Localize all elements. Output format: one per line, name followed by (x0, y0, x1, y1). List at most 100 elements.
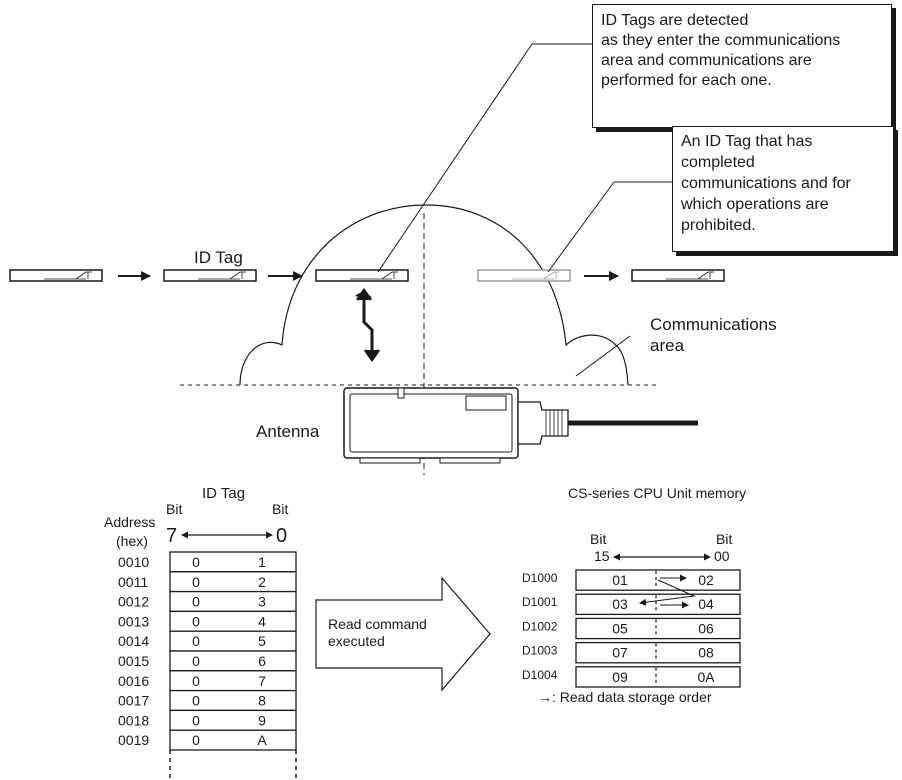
cpu-low-cell: 06 (698, 620, 714, 636)
id-tag-exited (631, 269, 725, 282)
cpu-bit-high: 15 (594, 548, 610, 564)
tag-low-cell: 9 (258, 712, 266, 728)
cpu-high-cell: 05 (612, 620, 628, 636)
tag-bit-label-right: Bit (272, 501, 288, 517)
tag-low-cell: 7 (258, 673, 266, 689)
callout-prohibited-line-3: communications and for (681, 175, 851, 192)
tag-high-cell: 0 (192, 594, 200, 610)
tag-low-cell: 3 (258, 594, 266, 610)
callout-detected-line-1: ID Tags are detected (601, 12, 749, 29)
id-tag-label: ID Tag (194, 248, 243, 267)
id-tag-in-area (315, 269, 409, 282)
cpu-low-cell: 0A (697, 669, 715, 685)
cpu-table-row: D1001 03 04 (522, 593, 741, 616)
callout-leader-detected (377, 43, 533, 273)
tag-bit-label-left: Bit (166, 501, 182, 517)
cpu-low-cell: 04 (698, 596, 714, 612)
tag-high-cell: 0 (192, 732, 200, 748)
tag-address-header-1: Address (104, 514, 155, 530)
tag-address-header-2: (hex) (116, 533, 148, 549)
cpu-low-cell: 02 (698, 572, 714, 588)
cpu-high-cell: 09 (612, 669, 628, 685)
tag-address-cell: 0012 (118, 594, 149, 610)
cpu-high-cell: 03 (612, 596, 628, 612)
tag-high-cell: 0 (192, 712, 200, 728)
tag-low-cell: 5 (258, 633, 266, 649)
tag-address-cell: 0016 (118, 673, 149, 689)
tag-bit-low: 0 (276, 525, 287, 547)
tag-address-cell: 0013 (118, 613, 149, 629)
communications-area-leader (575, 335, 631, 377)
tag-table-row: 0018 0 9 (118, 709, 297, 731)
read-command-label-1: Read command (328, 616, 427, 632)
communication-signal-icon (355, 287, 381, 363)
callout-prohibited-line-2: completed (681, 154, 755, 171)
read-order-arrow-2 (639, 579, 696, 606)
tag-high-cell: 0 (192, 554, 200, 570)
callout-detected-line-3: area and communications are (601, 52, 812, 69)
tag-address-cell: 0014 (118, 633, 149, 649)
tag-table-row: 0017 0 8 (118, 689, 297, 712)
communications-area-label-1: Communications (650, 315, 777, 334)
cpu-bit-low: 00 (714, 548, 730, 564)
tag-table-row: 0019 0 A (118, 729, 297, 751)
tag-table-row: 0016 0 7 (118, 670, 297, 692)
tag-high-cell: 0 (192, 613, 200, 629)
cpu-table-row: D1002 05 06 (522, 617, 741, 640)
cpu-low-cell: 08 (698, 645, 714, 661)
tag-address-cell: 0010 (118, 554, 149, 570)
cpu-high-cell: 01 (612, 572, 628, 588)
cpu-word-cell: D1000 (522, 571, 558, 585)
id-tag-1 (9, 269, 103, 282)
tag-high-cell: 0 (192, 574, 200, 590)
tag-table-row: 0012 0 3 (118, 590, 297, 613)
communications-area-label-2: area (650, 336, 685, 355)
tag-high-cell: 0 (192, 653, 200, 669)
tag-table-row: 0014 0 5 (118, 630, 297, 652)
id-tag-completed (477, 269, 571, 282)
tag-table-row: 0013 0 4 (118, 610, 297, 632)
cpu-bit-label-left: Bit (590, 531, 606, 547)
tag-high-cell: 0 (192, 633, 200, 649)
callout-prohibited-line-5: prohibited. (681, 217, 756, 234)
tag-address-cell: 0019 (118, 732, 149, 748)
tag-table-row: 0015 0 6 (118, 650, 297, 672)
tag-address-cell: 0015 (118, 653, 149, 669)
tag-high-cell: 0 (192, 693, 200, 709)
callout-prohibited-line-4: which operations are (681, 196, 829, 213)
tag-address-cell: 0018 (118, 712, 149, 728)
tag-high-cell: 0 (192, 673, 200, 689)
tag-low-cell: 4 (258, 613, 266, 629)
callout-leader-prohibited (547, 181, 615, 273)
tag-low-cell: 8 (258, 693, 266, 709)
cpu-word-cell: D1003 (522, 644, 558, 658)
tag-memory-title: ID Tag (202, 485, 245, 502)
tag-table-row: 0010 0 1 (118, 551, 297, 573)
tag-low-cell: 6 (258, 653, 266, 669)
tag-low-cell: 1 (258, 554, 266, 570)
cpu-memory-title: CS-series CPU Unit memory (568, 485, 746, 501)
callout-prohibited: An ID Tag that has completed communicati… (672, 126, 894, 252)
communications-area-outline (239, 204, 629, 386)
antenna-device (343, 387, 569, 464)
id-tag-2 (163, 269, 257, 282)
read-order-legend: →: Read data storage order (538, 689, 712, 705)
cpu-word-cell: D1001 (522, 595, 558, 609)
tag-address-cell: 0011 (118, 574, 148, 590)
tag-bit-high: 7 (166, 525, 177, 547)
cpu-high-cell: 07 (612, 645, 628, 661)
callout-detected: ID Tags are detected as they enter the c… (592, 4, 892, 128)
tag-address-cell: 0017 (118, 693, 149, 709)
cpu-word-cell: D1002 (522, 619, 558, 633)
read-command-arrow (315, 576, 491, 692)
callout-prohibited-line-1: An ID Tag that has (681, 133, 813, 150)
tag-low-cell: A (257, 732, 267, 748)
read-command-label-2: executed (328, 633, 385, 649)
cpu-bit-label-right: Bit (716, 531, 732, 547)
callout-detected-line-2: as they enter the communications (601, 32, 841, 49)
cpu-word-cell: D1004 (522, 668, 558, 682)
